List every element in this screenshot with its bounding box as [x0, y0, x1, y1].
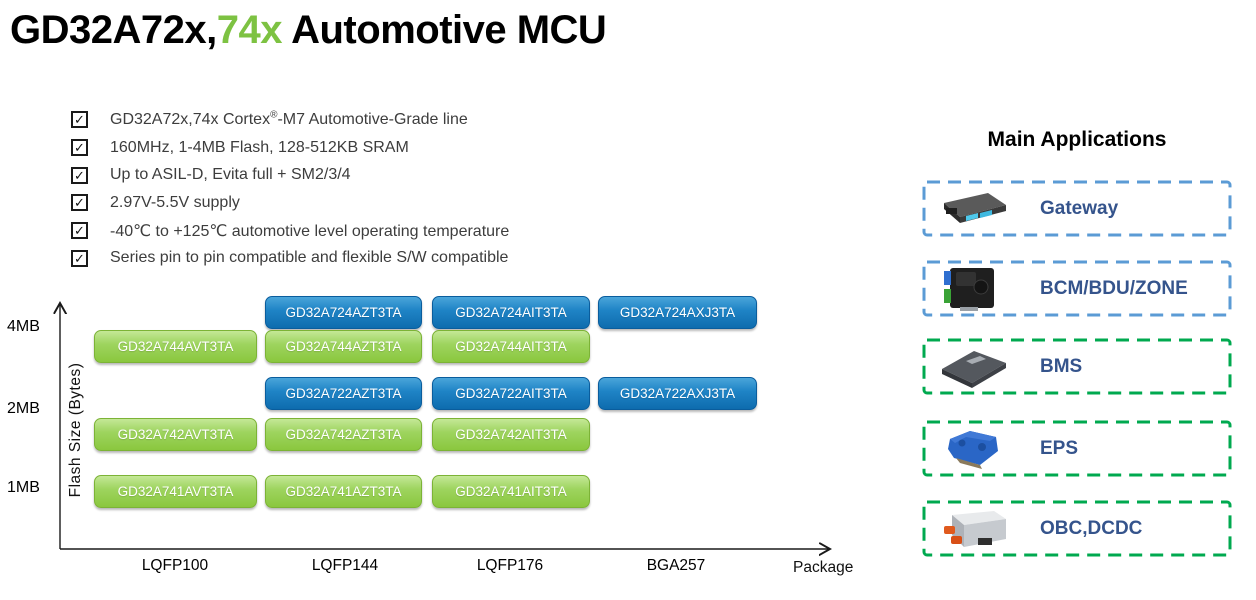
checked-checkbox-icon: ✓: [71, 166, 88, 184]
feature-text: 160MHz, 1-4MB Flash, 128-512KB SRAM: [110, 138, 409, 156]
feature-text: Series pin to pin compatible and flexibl…: [110, 249, 509, 267]
dashed-border: [922, 500, 1232, 557]
feature-text: Up to ASIL-D, Evita full + SM2/3/4: [110, 166, 351, 184]
application-box-bms: BMS: [922, 338, 1232, 395]
part-chip-gd32a724axj3ta: GD32A724AXJ3TA: [598, 296, 757, 329]
feature-text: -40℃ to +125℃ automotive level operating…: [110, 222, 510, 240]
application-box-gateway: Gateway: [922, 180, 1232, 237]
feature-item: ✓ 2.97V-5.5V supply: [71, 189, 509, 217]
y-tick-label: 2MB: [7, 400, 40, 417]
part-chip-gd32a742avt3ta: GD32A742AVT3TA: [94, 418, 257, 451]
title-suffix: Automotive MCU: [281, 8, 607, 52]
part-chip-gd32a722ait3ta: GD32A722AIT3TA: [432, 377, 590, 410]
y-tick-label: 1MB: [7, 479, 40, 496]
dashed-border: [922, 180, 1232, 237]
part-chip-gd32a741avt3ta: GD32A741AVT3TA: [94, 475, 257, 508]
eps-module-icon: [936, 425, 1012, 477]
checked-checkbox-icon: ✓: [71, 194, 88, 212]
dashed-border: [922, 420, 1232, 477]
feature-item: ✓ -40℃ to +125℃ automotive level operatin…: [71, 217, 509, 245]
title-prefix: GD32A72x,: [10, 8, 217, 52]
y-axis-title: Flash Size (Bytes): [67, 362, 84, 498]
feature-text: 2.97V-5.5V supply: [110, 193, 240, 211]
checked-checkbox-icon: ✓: [71, 249, 88, 267]
application-label: EPS: [1040, 437, 1079, 459]
application-label: BCM/BDU/ZONE: [1040, 277, 1188, 299]
feature-item: ✓ GD32A72x,74x Cortex®-M7 Automotive-Grad…: [71, 106, 509, 134]
feature-text: GD32A72x,74x Cortex®-M7 Automotive-Grade…: [110, 109, 468, 128]
bcm-module-icon: [936, 265, 1012, 317]
part-chip-gd32a722axj3ta: GD32A722AXJ3TA: [598, 377, 757, 410]
application-box-eps: EPS: [922, 420, 1232, 477]
checked-checkbox-icon: ✓: [71, 139, 88, 157]
part-chip-gd32a744azt3ta: GD32A744AZT3TA: [265, 330, 422, 363]
part-chip-gd32a744ait3ta: GD32A744AIT3TA: [432, 330, 590, 363]
feature-item: ✓ Up to ASIL-D, Evita full + SM2/3/4: [71, 161, 509, 189]
product-matrix-chart: Flash Size (Bytes) Package 4MB 2MB 1MB LQF…: [0, 0, 880, 600]
part-chip-gd32a742ait3ta: GD32A742AIT3TA: [432, 418, 590, 451]
checked-checkbox-icon: ✓: [71, 222, 88, 240]
y-tick-label: 4MB: [7, 318, 40, 335]
x-tick-label: LQFP144: [311, 557, 379, 574]
application-label: Gateway: [1040, 197, 1119, 219]
part-chip-gd32a741ait3ta: GD32A741AIT3TA: [432, 475, 590, 508]
bms-module-icon: [936, 343, 1012, 395]
x-tick-label: BGA257: [646, 557, 706, 574]
feature-item: ✓ Series pin to pin compatible and flexib…: [71, 244, 509, 272]
x-tick-label: LQFP100: [141, 557, 209, 574]
application-box-obc-dcdc: OBC,DCDC: [922, 500, 1232, 557]
application-box-bcm-bdu-zone: BCM/BDU/ZONE: [922, 260, 1232, 317]
feature-list: ✓ GD32A72x,74x Cortex®-M7 Automotive-Grad…: [71, 106, 509, 272]
obc-module-icon: [936, 505, 1012, 557]
dashed-border: [922, 260, 1232, 317]
part-chip-gd32a744avt3ta: GD32A744AVT3TA: [94, 330, 257, 363]
x-tick-label: LQFP176: [476, 557, 544, 574]
feature-item: ✓ 160MHz, 1-4MB Flash, 128-512KB SRAM: [71, 134, 509, 162]
axes: [0, 0, 880, 600]
main-applications-heading: Main Applications: [987, 128, 1167, 151]
title-green-part: 74x: [216, 8, 283, 52]
part-chip-gd32a724azt3ta: GD32A724AZT3TA: [265, 296, 422, 329]
gateway-module-icon: [936, 185, 1012, 237]
application-label: BMS: [1040, 355, 1083, 377]
dashed-border: [922, 338, 1232, 395]
checked-checkbox-icon: ✓: [71, 111, 88, 129]
x-axis-title: Package: [793, 559, 854, 576]
page-title: GD32A72x,74x Automotive MCU: [10, 8, 607, 53]
application-label: OBC,DCDC: [1040, 517, 1143, 539]
part-chip-gd32a724ait3ta: GD32A724AIT3TA: [432, 296, 590, 329]
part-chip-gd32a722azt3ta: GD32A722AZT3TA: [265, 377, 422, 410]
part-chip-gd32a742azt3ta: GD32A742AZT3TA: [265, 418, 422, 451]
part-chip-gd32a741azt3ta: GD32A741AZT3TA: [265, 475, 422, 508]
